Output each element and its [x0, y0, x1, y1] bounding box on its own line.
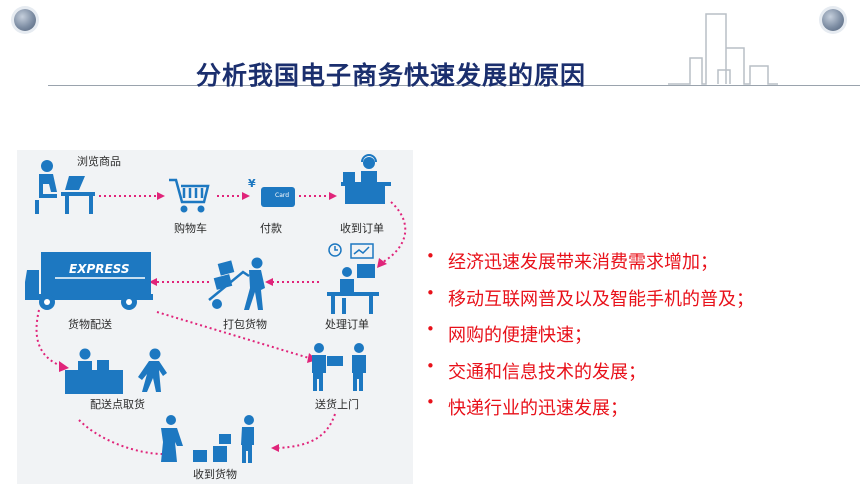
door-delivery-icon: [312, 343, 366, 391]
bullet-icon: •: [426, 247, 435, 265]
card-text: Card: [275, 192, 290, 199]
bullet-icon: •: [426, 356, 435, 375]
reasons-list: • 经济迅速发展带来消费需求增加； • 移动互联网普及以及智能手机的普及； • 网购的…: [426, 247, 754, 431]
step-label-door: 送货上门: [315, 398, 359, 411]
page-title: 分析我国电子商务快速发展的原因: [196, 61, 587, 90]
hand-truck-worker-icon: [208, 257, 265, 310]
reason-item: • 交通和信息技术的发展；: [426, 356, 754, 395]
step-label-deliver: 货物配送: [68, 318, 112, 331]
ecommerce-flow-diagram: 浏览商品 购物车 ¥ Card 付款: [17, 150, 413, 484]
person-at-computer-icon: [35, 160, 95, 214]
pickup-counter-icon: [65, 348, 167, 394]
operator-headset-icon: [341, 154, 391, 204]
decor-dot-left: [14, 9, 36, 31]
reason-text: 交通和信息技术的发展；: [448, 361, 646, 383]
step-label-pickup: 配送点取货: [90, 398, 145, 411]
step-label-browse: 浏览商品: [77, 155, 121, 168]
step-label-pack: 打包货物: [223, 318, 267, 331]
yen-symbol: ¥: [248, 177, 256, 190]
reason-item: • 移动互联网普及以及智能手机的普及；: [426, 283, 754, 322]
step-label-received: 收到货物: [193, 468, 237, 481]
reason-text: 快递行业的迅速发展；: [448, 398, 628, 419]
shopping-cart-icon: [169, 178, 210, 213]
reason-text: 移动互联网普及以及智能手机的普及；: [448, 288, 754, 310]
reason-item: • 网购的便捷快速；: [426, 320, 754, 358]
step-label-process-order: 处理订单: [325, 318, 369, 331]
received-goods-icon: [161, 415, 254, 463]
office-worker-icon: [327, 243, 379, 314]
reason-text: 网购的便捷快速；: [448, 325, 592, 346]
step-label-cart: 购物车: [174, 222, 207, 235]
delivery-truck-icon: [25, 252, 153, 310]
step-label-receive-order: 收到订单: [340, 222, 384, 235]
reason-text: 经济迅速发展带来消费需求增加；: [448, 252, 718, 273]
truck-express-text: EXPRESS: [69, 262, 130, 276]
decor-dot-right: [822, 9, 844, 31]
reason-item: • 快递行业的迅速发展；: [426, 393, 754, 431]
reason-item: • 经济迅速发展带来消费需求增加；: [426, 247, 754, 285]
bullet-icon: •: [426, 283, 435, 302]
building-outline-icon: [668, 13, 778, 85]
title-underline: [48, 85, 860, 86]
credit-card-icon: Card: [261, 187, 295, 207]
step-label-pay: 付款: [260, 222, 282, 235]
bullet-icon: •: [426, 393, 435, 411]
bullet-icon: •: [426, 320, 435, 338]
